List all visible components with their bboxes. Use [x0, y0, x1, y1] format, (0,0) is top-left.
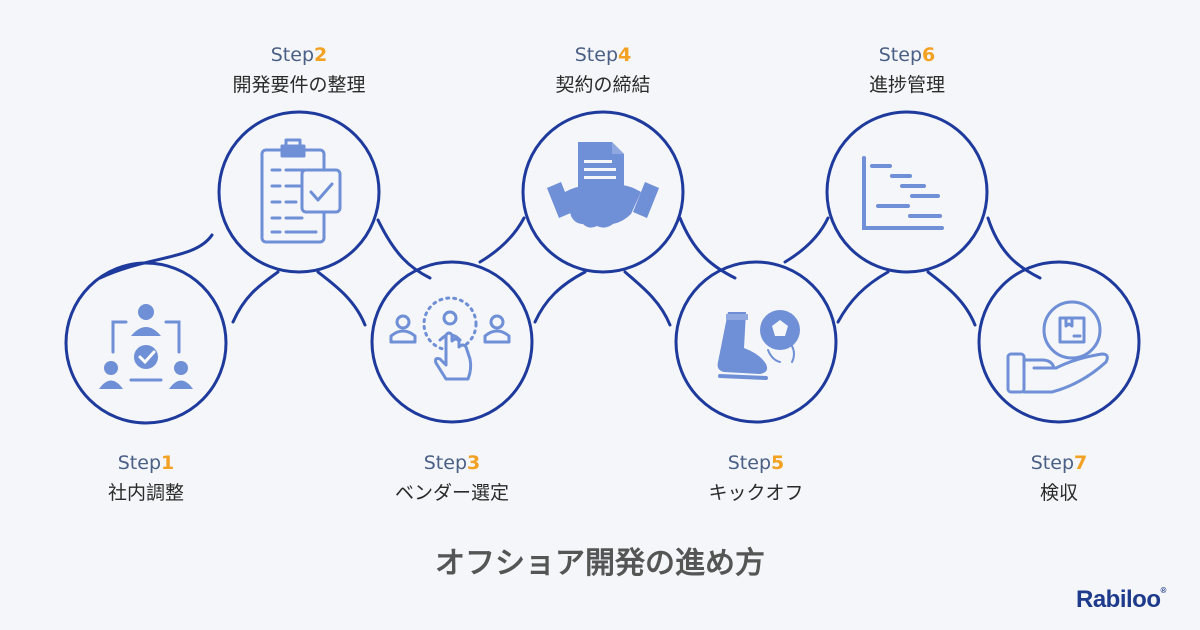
- step-2-label: Step2 開発要件の整理: [189, 44, 409, 97]
- step-number: 4: [618, 44, 632, 66]
- page-title: オフショア開発の進め方: [435, 546, 765, 581]
- step-4-label: Step4 契約の締結: [493, 44, 713, 97]
- step-7-circle: [977, 260, 1141, 424]
- step-4-circle: [521, 110, 685, 274]
- step-number: 2: [314, 44, 328, 66]
- contract-handshake-icon: [547, 142, 659, 228]
- step-number: 5: [771, 452, 785, 474]
- step-name: 契約の締結: [555, 74, 651, 96]
- step-1-circle: [64, 261, 228, 425]
- step-2-circle: [217, 110, 381, 274]
- step-5-label: Step5 キックオフ: [646, 452, 866, 505]
- step-number: 6: [922, 44, 936, 66]
- step-6-label: Step6 進捗管理: [797, 44, 1017, 97]
- gantt-chart-icon: [862, 156, 944, 230]
- kickoff-soccer-icon: [717, 310, 800, 380]
- step-name: 開発要件の整理: [232, 74, 366, 96]
- hand-receive-box-icon: [1006, 300, 1109, 394]
- step-7-label: Step7 検収: [949, 452, 1169, 505]
- step-word: Step: [574, 44, 619, 66]
- step-word: Step: [1030, 452, 1075, 474]
- step-5-circle: [674, 260, 838, 424]
- team-alignment-icon: [99, 304, 193, 389]
- brand-name: Rabiloo: [1076, 586, 1161, 613]
- step-name: ベンダー選定: [394, 482, 509, 504]
- step-word: Step: [878, 44, 923, 66]
- step-word: Step: [727, 452, 772, 474]
- step-name: キックオフ: [708, 482, 804, 504]
- step-number: 3: [467, 452, 481, 474]
- step-name: 進捗管理: [868, 74, 945, 96]
- step-3-label: Step3 ベンダー選定: [342, 452, 562, 505]
- step-name: 検収: [1039, 482, 1078, 504]
- step-3-circle: [370, 260, 534, 424]
- step-number: 1: [161, 452, 175, 474]
- step-word: Step: [117, 452, 162, 474]
- brand-logo: Rabiloo®: [1076, 586, 1166, 614]
- step-name: 社内調整: [107, 482, 184, 504]
- registered-mark: ®: [1160, 586, 1167, 595]
- step-word: Step: [270, 44, 315, 66]
- step-6-circle: [825, 110, 989, 274]
- step-1-label: Step1 社内調整: [36, 452, 256, 505]
- select-vendor-icon: [389, 296, 511, 381]
- connector-curves: [98, 216, 1042, 327]
- step-word: Step: [423, 452, 468, 474]
- clipboard-checklist-icon: [260, 138, 342, 244]
- step-number: 7: [1074, 452, 1088, 474]
